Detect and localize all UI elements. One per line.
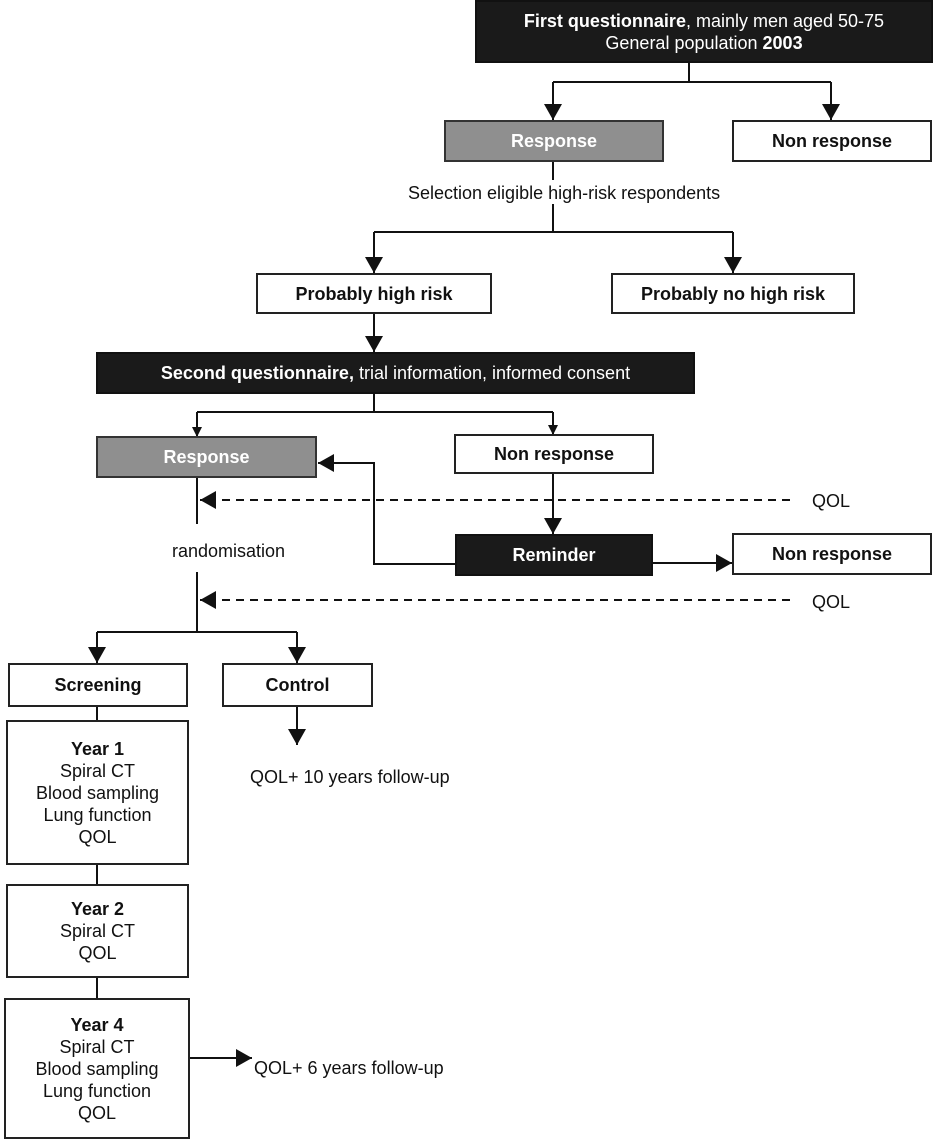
- selection-label: Selection eligible high-risk respondents: [408, 183, 721, 203]
- qol-label-2: QOL: [812, 592, 851, 612]
- reminder-box: Reminder: [455, 534, 653, 576]
- year2-title: Year 2: [70, 899, 125, 919]
- year4-item: Lung function: [42, 1080, 152, 1101]
- second-questionnaire-box: Second questionnaire, trial information,…: [96, 352, 695, 394]
- response-box-1: Response: [444, 120, 664, 162]
- year1-item: Lung function: [43, 804, 152, 825]
- year1-item: Blood sampling: [35, 782, 160, 803]
- year2-item: Spiral CT: [59, 921, 135, 941]
- second-questionnaire-title: Second questionnaire,: [160, 363, 354, 383]
- screening-box: Screening: [8, 663, 188, 707]
- randomisation-label: randomisation: [172, 541, 286, 561]
- population-year: 2003: [762, 32, 803, 53]
- year2-item: QOL: [78, 943, 117, 963]
- year2-box: Year 2 Spiral CT QOL: [6, 884, 189, 978]
- non-response-box-2: Non response: [454, 434, 654, 474]
- first-questionnaire-line1: First questionnaire, mainly men aged 50-…: [524, 10, 884, 32]
- second-questionnaire-detail: trial information, informed consent: [353, 363, 631, 383]
- non-response-box-1: Non response: [732, 120, 932, 162]
- probably-high-risk-box: Probably high risk: [256, 273, 492, 314]
- year1-item: Spiral CT: [59, 760, 135, 781]
- probably-no-high-risk-box: Probably no high risk: [611, 273, 855, 314]
- response-box-2: Response: [96, 436, 317, 478]
- first-questionnaire-title: First questionnaire: [523, 10, 686, 31]
- year1-item: QOL: [78, 826, 117, 847]
- qol-label-1: QOL: [812, 491, 851, 511]
- year1-title: Year 1: [70, 738, 125, 759]
- control-box: Control: [222, 663, 373, 707]
- population-label: General population: [605, 32, 763, 53]
- first-questionnaire-line2: General population 2003: [605, 32, 802, 54]
- first-questionnaire-detail: , mainly men aged 50-75: [685, 10, 885, 31]
- year4-item: Blood sampling: [35, 1058, 159, 1079]
- year1-box: Year 1 Spiral CT Blood sampling Lung fun…: [6, 720, 189, 865]
- non-response-box-3: Non response: [732, 533, 932, 575]
- year4-item: QOL: [77, 1102, 116, 1123]
- year4-box: Year 4 Spiral CT Blood sampling Lung fun…: [4, 998, 190, 1139]
- first-questionnaire-box: First questionnaire, mainly men aged 50-…: [475, 0, 933, 63]
- year4-followup-label: QOL+ 6 years follow-up: [254, 1058, 444, 1078]
- control-followup-label: QOL+ 10 years follow-up: [250, 767, 450, 787]
- year4-title: Year 4: [70, 1014, 124, 1035]
- second-questionnaire-line: Second questionnaire, trial information,…: [161, 362, 630, 384]
- year4-item: Spiral CT: [59, 1036, 135, 1057]
- connector: [318, 454, 455, 565]
